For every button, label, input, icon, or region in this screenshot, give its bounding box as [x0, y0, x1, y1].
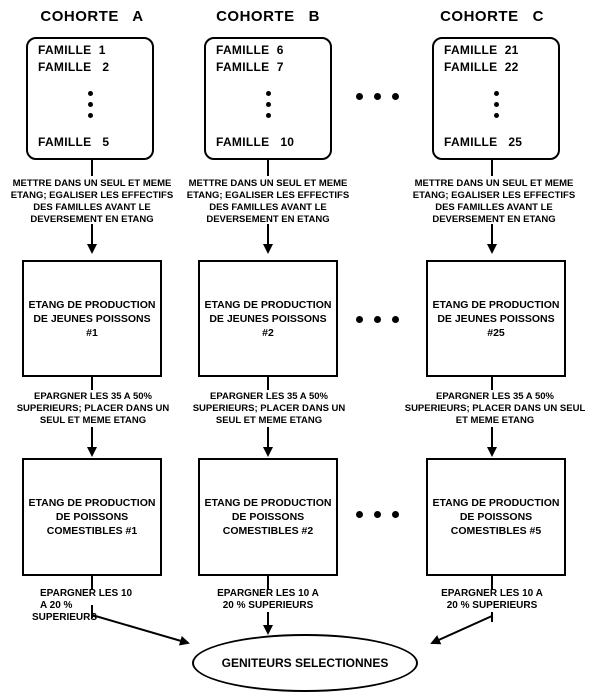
food-fish-pond-c: ETANG DE PRODUCTION DE POISSONS COMESTIB… [426, 458, 566, 576]
family-label: FAMILLE 2 [38, 60, 110, 74]
step-text-c-1: METTRE DANS UN SEUL ET MEME ETANG; EGALI… [402, 178, 586, 226]
pond-line: COMESTIBLES #1 [46, 525, 138, 537]
step-line: EPARGNER LES 10 A [441, 588, 543, 599]
step-line: EPARGNER LES 35 A 50% [34, 391, 152, 402]
arrow-a-3 [91, 614, 190, 646]
step-line: SUPERIEURS; PLACER DANS UN [192, 403, 346, 414]
pond-line: DE POISSONS [55, 511, 129, 523]
ellipsis-dots [88, 91, 94, 124]
ellipsis-dots-horizontal [356, 511, 399, 518]
food-fish-pond-b: ETANG DE PRODUCTION DE POISSONS COMESTIB… [198, 458, 338, 576]
ellipsis-dots [494, 91, 500, 124]
pond-line: ETANG DE PRODUCTION [432, 298, 560, 311]
step-text-a-3: EPARGNER LES 10 A 20 % SUPERIEURS [30, 588, 140, 624]
pond-number: #2 [262, 326, 274, 339]
arrow-c-3 [430, 615, 493, 645]
family-label: FAMILLE 1 [38, 43, 106, 57]
family-label: FAMILLE 22 [444, 60, 519, 74]
family-label: FAMILLE 7 [216, 60, 284, 74]
family-box-b: FAMILLE 6 FAMILLE 7 FAMILLE 10 [204, 37, 332, 160]
step-text-b-1: METTRE DANS UN SEUL ET MEME ETANG; EGALI… [178, 178, 358, 226]
step-line: ET MEME ETANG [455, 415, 535, 426]
pond-line: DE JEUNES POISSONS [33, 312, 151, 325]
family-label: FAMILLE 10 [216, 135, 295, 149]
step-line: EPARGNER LES 10 [40, 588, 133, 599]
pond-number: #25 [487, 326, 505, 339]
pond-line: ETANG DE PRODUCTION [204, 298, 332, 311]
step-line: SUPERIEURS; PLACER DANS UN [16, 403, 170, 414]
step-line: SEUL ET MEME ETANG [215, 415, 323, 426]
step-line: 20 % SUPERIEURS [222, 600, 314, 611]
selected-broodstock-oval: GENITEURS SELECTIONNES [192, 634, 418, 692]
step-line: DEVERSEMENT EN ETANG [432, 214, 556, 225]
step-line: SUPERIEURS; PLACER DANS UN SEUL [404, 403, 586, 414]
pond-line: DE POISSONS [459, 511, 533, 523]
cohort-title-a: COHORTE A [40, 8, 144, 25]
food-fish-pond-a: ETANG DE PRODUCTION DE POISSONS COMESTIB… [22, 458, 162, 576]
family-label: FAMILLE 25 [444, 135, 523, 149]
step-line: DEVERSEMENT EN ETANG [30, 214, 154, 225]
pond-line: DE POISSONS [231, 511, 305, 523]
step-line: SEUL ET MEME ETANG [39, 415, 147, 426]
pond-line: ETANG DE PRODUCTION [28, 497, 156, 509]
ellipsis-dots-horizontal [356, 93, 399, 100]
pond-line: DE JEUNES POISSONS [437, 312, 555, 325]
pond-number: #1 [86, 326, 98, 339]
pond-line: ETANG DE PRODUCTION [28, 298, 156, 311]
step-line: DES FAMILLES AVANT LE [209, 202, 327, 213]
juvenile-pond-b: ETANG DE PRODUCTION DE JEUNES POISSONS #… [198, 260, 338, 377]
step-text-a-2: EPARGNER LES 35 A 50% SUPERIEURS; PLACER… [8, 391, 178, 427]
cohort-title-c: COHORTE C [440, 8, 544, 25]
family-box-a: FAMILLE 1 FAMILLE 2 FAMILLE 5 [26, 37, 154, 160]
pond-line: COMESTIBLES #5 [450, 525, 542, 537]
step-text-c-2: EPARGNER LES 35 A 50% SUPERIEURS; PLACER… [400, 391, 590, 427]
step-line: 20 % SUPERIEURS [446, 600, 538, 611]
step-line: A 20 % [40, 600, 73, 611]
family-label: FAMILLE 21 [444, 43, 519, 57]
cohort-title-b: COHORTE B [216, 8, 320, 25]
family-label: FAMILLE 5 [38, 135, 110, 149]
pond-line: COMESTIBLES #2 [222, 525, 314, 537]
step-line: METTRE DANS UN SEUL ET MEME [12, 178, 172, 189]
step-line: DEVERSEMENT EN ETANG [206, 214, 330, 225]
family-label: FAMILLE 6 [216, 43, 284, 57]
step-line: EPARGNER LES 35 A 50% [210, 391, 328, 402]
step-line: METTRE DANS UN SEUL ET MEME [188, 178, 348, 189]
step-line: DES FAMILLES AVANT LE [435, 202, 553, 213]
step-line: ETANG; EGALISER LES EFFECTIFS [186, 190, 350, 201]
step-line: EPARGNER LES 10 A [217, 588, 319, 599]
step-line: SUPERIEURS [32, 612, 98, 623]
step-line: DES FAMILLES AVANT LE [33, 202, 151, 213]
juvenile-pond-a: ETANG DE PRODUCTION DE JEUNES POISSONS #… [22, 260, 162, 377]
juvenile-pond-c: ETANG DE PRODUCTION DE JEUNES POISSONS #… [426, 260, 566, 377]
step-line: METTRE DANS UN SEUL ET MEME [414, 178, 574, 189]
step-text-a-1: METTRE DANS UN SEUL ET MEME ETANG; EGALI… [2, 178, 182, 226]
pond-line: ETANG DE PRODUCTION [204, 497, 332, 509]
step-line: ETANG; EGALISER LES EFFECTIFS [10, 190, 174, 201]
step-line: EPARGNER LES 35 A 50% [436, 391, 554, 402]
step-text-b-3: EPARGNER LES 10 A 20 % SUPERIEURS [208, 588, 328, 612]
ellipsis-dots-horizontal [356, 316, 399, 323]
step-line: ETANG; EGALISER LES EFFECTIFS [412, 190, 576, 201]
step-text-b-2: EPARGNER LES 35 A 50% SUPERIEURS; PLACER… [184, 391, 354, 427]
pond-line: ETANG DE PRODUCTION [432, 497, 560, 509]
ellipsis-dots [266, 91, 272, 124]
pond-line: DE JEUNES POISSONS [209, 312, 327, 325]
step-text-c-3: EPARGNER LES 10 A 20 % SUPERIEURS [430, 588, 554, 612]
family-box-c: FAMILLE 21 FAMILLE 22 FAMILLE 25 [432, 37, 560, 160]
